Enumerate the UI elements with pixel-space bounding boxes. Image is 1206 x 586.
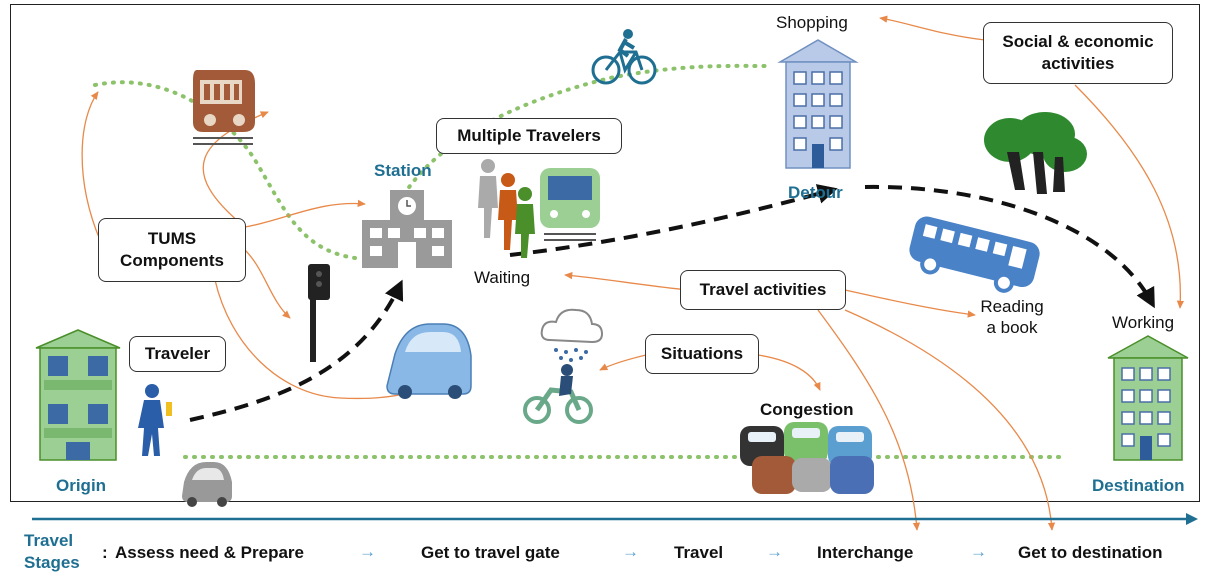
cloud-rain-icon [540, 308, 604, 362]
traffic-light-icon [308, 264, 330, 362]
travel-stages-label: Travel Stages [24, 531, 80, 572]
tram-icon [540, 168, 600, 241]
station-label: Station [374, 161, 432, 180]
car-icon [386, 323, 472, 399]
stage-arrow-icon: → [622, 542, 639, 561]
small-car-icon [182, 462, 232, 507]
situations-box: Situations [645, 334, 759, 374]
detour-label: Detour [788, 183, 843, 202]
office-building-icon [777, 39, 859, 169]
stage-assess: Assess need & Prepare [115, 543, 304, 562]
stage-arrow-icon: → [970, 542, 987, 561]
reading-label: Reading a book [980, 297, 1044, 337]
pedestrian-icon [138, 384, 172, 456]
bicycle-icon [591, 29, 657, 85]
shopping-label: Shopping [776, 13, 848, 32]
waiting-label: Waiting [474, 268, 531, 287]
tums-components-box: TUMS Components [98, 218, 246, 282]
stage-get-to-gate: Get to travel gate [421, 543, 560, 562]
stage-travel: Travel [674, 543, 724, 562]
destination-building-icon [1107, 335, 1189, 461]
travel-path [189, 184, 1155, 422]
traffic-jam-icon [740, 422, 874, 494]
multiple-travelers-box: Multiple Travelers [436, 118, 622, 154]
stages-prefix: : [102, 543, 108, 562]
train-icon [193, 70, 255, 145]
stage-arrow-icon: → [359, 542, 376, 561]
traveler-box: Traveler [129, 336, 226, 372]
working-label: Working [1112, 313, 1175, 332]
station-building-icon [362, 190, 452, 268]
trees-icon [984, 112, 1087, 194]
social-activities-box: Social & economic activities [983, 22, 1173, 84]
travel-activities-box: Travel activities [680, 270, 846, 310]
diagram-frame [10, 4, 1200, 502]
stage-arrow-icon: → [766, 542, 783, 561]
motorcycle-icon [523, 364, 593, 424]
bus-icon [909, 216, 1040, 293]
stage-interchange: Interchange [817, 543, 914, 562]
travelers-icon [478, 159, 535, 258]
destination-label: Destination [1092, 476, 1185, 495]
walking-route-top [93, 63, 772, 260]
stage-get-to-destination: Get to destination [1018, 543, 1163, 562]
origin-label: Origin [56, 476, 107, 495]
apartment-building-icon [35, 329, 121, 461]
congestion-label: Congestion [760, 400, 854, 419]
